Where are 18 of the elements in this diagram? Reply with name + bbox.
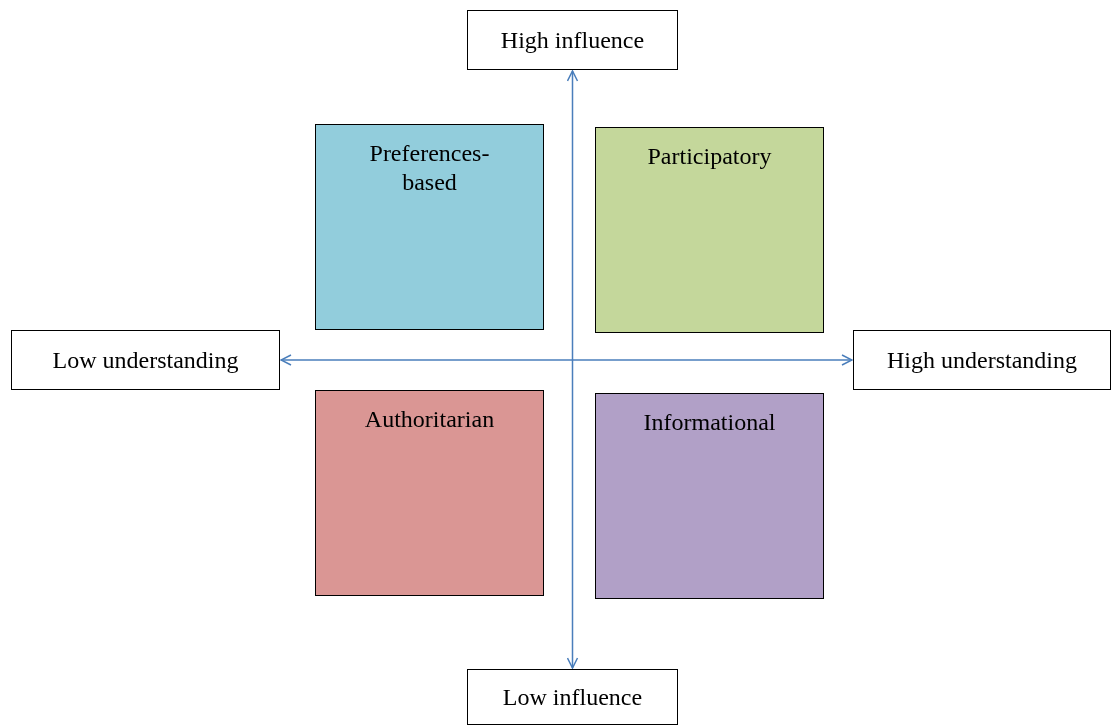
quadrant-label: Participatory (647, 142, 772, 171)
axis-end-box (467, 669, 678, 725)
axis-label: Low influence (502, 682, 643, 712)
quadrant-label: Authoritarian (364, 405, 495, 434)
axis-end-box (853, 330, 1111, 390)
axis-label: Low understanding (52, 345, 239, 375)
quadrant-box (315, 390, 544, 596)
axis-end-box (467, 10, 678, 70)
quadrant-box (595, 393, 824, 599)
quadrant-label: Informational (643, 408, 776, 437)
double-arrow (566, 70, 579, 669)
quadrant-box (595, 127, 824, 333)
quadrant-box (315, 124, 544, 330)
axis-label: High influence (500, 25, 645, 55)
axis-end-box (11, 330, 280, 390)
double-arrow (280, 354, 853, 366)
quadrant-label: Preferences-based (368, 139, 491, 197)
axis-label: High understanding (887, 345, 1077, 375)
